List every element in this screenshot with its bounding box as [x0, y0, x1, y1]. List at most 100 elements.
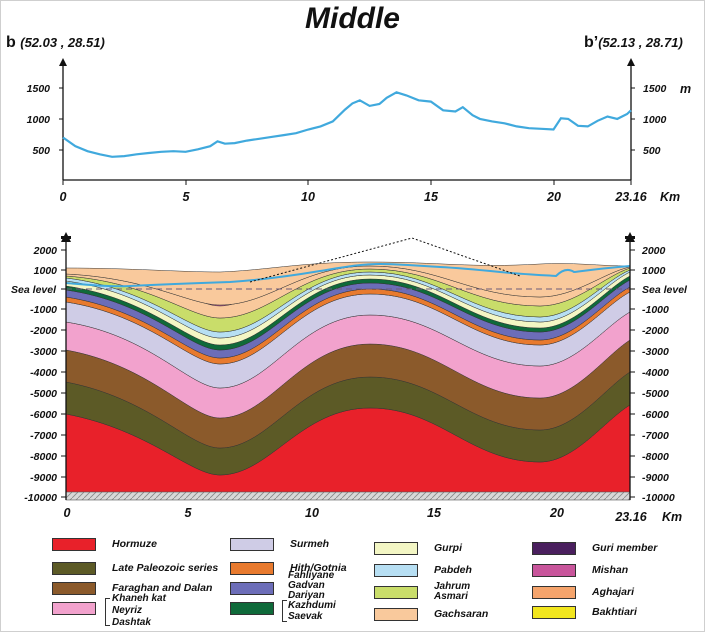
legend-swatch-faraghan-dalan [52, 582, 96, 595]
legend-label-saevak: Saevak [288, 611, 323, 622]
point-b-prime-label: b’(52.13 , 28.71) [584, 34, 683, 52]
legend-bracket-kazhdumi [282, 600, 287, 622]
topo-xtick-20: 20 [546, 190, 561, 204]
legend-bracket-khaneh [105, 598, 110, 626]
section-ytick-left: -1000 [30, 304, 57, 316]
topo-xtick-end: 23.16 [614, 190, 647, 204]
point-b-coords: (52.03 , 28.51) [20, 35, 105, 50]
legend-label-hith-gotnia: Hith/Gotnia [290, 562, 347, 574]
section-ytick-right: 1000 [642, 265, 666, 277]
legend-swatch-mishan [532, 564, 576, 577]
legend-swatch-pabdeh [374, 564, 418, 577]
section-ytick-left: 2000 [33, 245, 58, 257]
topographic-profile: 500 1000 1500 500 1000 1500 m 0 5 10 15 … [27, 58, 691, 204]
figure-title: Middle [305, 2, 400, 35]
legend-label-dashtak: Dashtak [112, 617, 151, 628]
topo-right-axis-arrow [627, 58, 635, 66]
topo-ytick-right-1000: 1000 [643, 114, 667, 126]
section-ytick-left: 1000 [34, 265, 58, 277]
section-ytick-left: -5000 [30, 388, 57, 400]
section-ytick-right: -5000 [642, 388, 669, 400]
section-ytick-left: -4000 [30, 367, 57, 379]
section-ytick-left: -2000 [30, 325, 57, 337]
topo-left-axis-arrow [59, 58, 67, 66]
legend-swatch-kazhdumi-group [230, 602, 274, 615]
legend-label-surmeh: Surmeh [290, 538, 330, 550]
basement-hatch [65, 491, 631, 501]
eroded-anticline-projection [249, 237, 521, 283]
point-b-prime-name: b’ [584, 34, 599, 51]
legend-label-neyriz: Neyriz [112, 605, 143, 616]
legend-swatch-hormuze [52, 538, 96, 551]
section-xtick-15: 15 [427, 506, 442, 520]
legend-swatch-guri [532, 542, 576, 555]
legend-label-khaneh-kat: Khaneh kat [112, 593, 166, 604]
legend-swatch-bakhtiari [532, 606, 576, 619]
legend-swatch-jahrum-asmari [374, 586, 418, 599]
legend-swatch-gurpi [374, 542, 418, 555]
section-ytick-left: -8000 [30, 451, 57, 463]
section-ytick-right: -7000 [642, 430, 669, 442]
section-ytick-left: -3000 [30, 346, 57, 358]
legend: Hormuze Late Paleozoic series Faraghan a… [44, 534, 699, 628]
point-b-label: b (52.03 , 28.51) [6, 34, 105, 52]
topo-xtick-0: 0 [60, 190, 67, 204]
legend-label-gurpi: Gurpi [434, 542, 462, 554]
topo-y-unit: m [680, 82, 691, 96]
section-ytick-right: -8000 [642, 451, 669, 463]
section-ytick-right: -10000 [642, 492, 675, 504]
legend-label-guri: Guri member [592, 542, 658, 554]
topo-ytick-500: 500 [32, 145, 50, 157]
section-ytick-right: -9000 [642, 472, 669, 484]
topo-ytick-1500: 1500 [27, 83, 51, 95]
section-ytick-left: -6000 [30, 409, 57, 421]
legend-swatch-hith-gotnia [230, 562, 274, 575]
legend-label-mishan: Mishan [592, 564, 629, 576]
cross-section-surface-line [65, 262, 631, 288]
section-ytick-left: -7000 [30, 430, 57, 442]
section-ytick-right: -1000 [642, 304, 669, 316]
legend-label-hormuze: Hormuze [112, 538, 157, 550]
legend-label-kazhdumi: Kazhdumi [288, 600, 336, 611]
legend-swatch-aghajari [532, 586, 576, 599]
legend-label-gachsaran: Gachsaran [434, 608, 489, 620]
section-xtick-end: 23.16 [614, 510, 647, 524]
legend-swatch-gachsaran [374, 608, 418, 621]
legend-label-asmari: Asmari [434, 591, 468, 602]
topo-xtick-5: 5 [183, 190, 191, 204]
legend-swatch-late-paleozoic [52, 562, 96, 575]
legend-label-faraghan-dalan: Faraghan and Dalan [112, 582, 213, 594]
section-ytick-right: -3000 [642, 346, 669, 358]
topo-x-unit: Km [660, 190, 680, 204]
topography-line [62, 91, 632, 158]
legend-label-bakhtiari: Bakhtiari [592, 606, 637, 618]
topo-xtick-10: 10 [301, 190, 315, 204]
legend-swatch-surmeh [230, 538, 274, 551]
topo-ytick-right-500: 500 [643, 145, 661, 157]
point-b-prime-coords: (52.13 , 28.71) [598, 35, 683, 50]
legend-label-late-paleozoic: Late Paleozoic series [112, 562, 219, 574]
legend-label-pabdeh: Pabdeh [434, 564, 472, 576]
section-x-unit: Km [662, 510, 682, 524]
section-xtick-5: 5 [185, 506, 193, 520]
section-ytick-left: Sea level [11, 284, 57, 296]
section-xtick-0: 0 [64, 506, 71, 520]
point-b-name: b [6, 34, 16, 51]
topo-ytick-right-1500: 1500 [643, 83, 667, 95]
legend-swatch-fahliyan-group [230, 582, 274, 595]
legend-label-dariyan: Dariyan [288, 590, 325, 601]
legend-swatch-khaneh-kat [52, 602, 96, 615]
legend-label-aghajari: Aghajari [592, 586, 635, 598]
section-xtick-10: 10 [305, 506, 319, 520]
legend-label-jahrum: Jahrum [434, 581, 471, 592]
section-ytick-right: Sea level [642, 284, 688, 296]
legend-label-fahliyan: Fahliyane [288, 570, 335, 581]
topo-xtick-15: 15 [424, 190, 439, 204]
section-ytick-left: -10000 [24, 492, 57, 504]
section-ytick-right: -6000 [642, 409, 669, 421]
section-ytick-marks [61, 249, 635, 498]
section-ytick-right: -2000 [642, 325, 669, 337]
section-ytick-right: -4000 [642, 367, 669, 379]
